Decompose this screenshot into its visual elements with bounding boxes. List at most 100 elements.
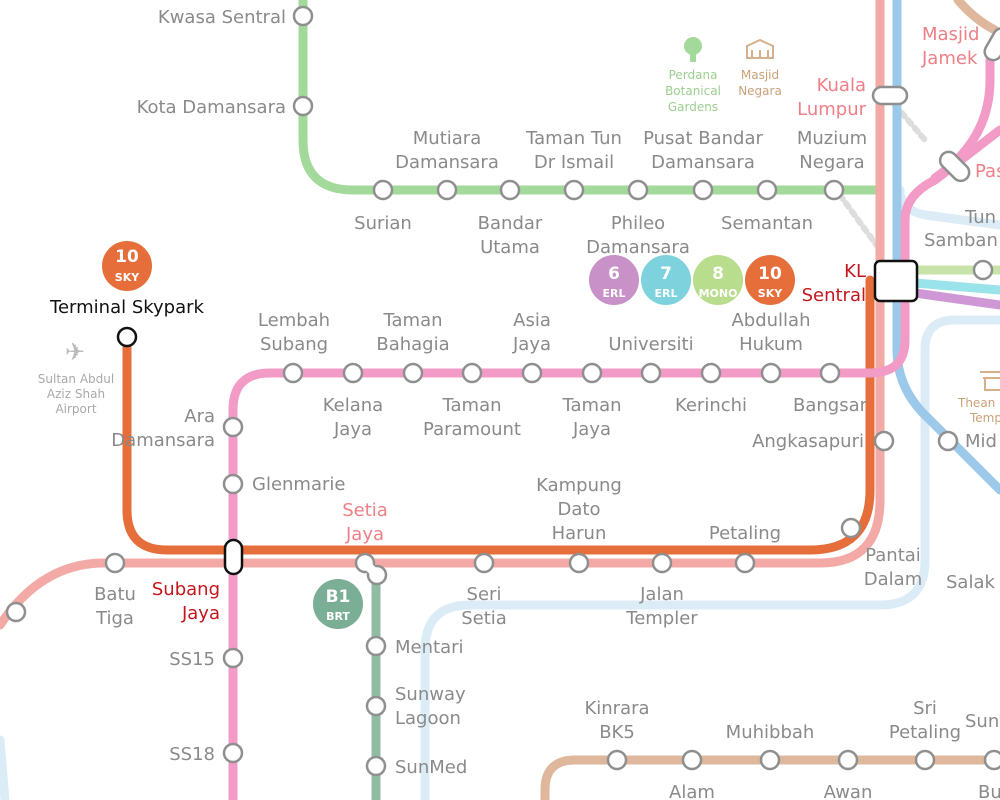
station-glenmarie[interactable] (222, 473, 244, 495)
station-angkasapuri[interactable] (873, 430, 895, 452)
station-kwasa-sentral[interactable] (292, 5, 314, 27)
station-asia-jaya[interactable] (521, 362, 543, 384)
station-ss18[interactable] (222, 742, 244, 764)
station-muhibbah[interactable] (759, 749, 781, 771)
label-mid-valley: Mid (965, 431, 997, 452)
badge-brt-b1[interactable]: B1 BRT (313, 579, 363, 629)
badge-erl-7[interactable]: 7 ERL (641, 255, 691, 305)
line-blue (892, 0, 1000, 495)
station-kuala-lumpur[interactable] (871, 85, 909, 106)
station-ara-damansara[interactable] (222, 416, 244, 438)
line-badges: 10 SKY 6 ERL 7 ERL 8 MONO 10 SKY B1 BRT (102, 241, 795, 629)
badge-number: 10 (115, 247, 139, 267)
poi-label: Thean (957, 396, 995, 410)
poi-label: Botanical (665, 84, 721, 98)
station-subang-jaya[interactable] (223, 538, 244, 576)
station-surian[interactable] (372, 179, 394, 201)
station-awan[interactable] (837, 749, 859, 771)
airplane-icon: ✈ (65, 338, 85, 366)
station-mentari[interactable] (365, 635, 387, 657)
station-batu-tiga[interactable] (104, 552, 126, 574)
station-masjid-jamek[interactable] (982, 25, 1000, 63)
label-sambanthan: Samban (924, 230, 998, 251)
station-taman-bahagia[interactable] (402, 362, 424, 384)
label-ss15: SS15 (169, 649, 215, 670)
badge-number: 7 (660, 264, 672, 284)
label-universiti: Universiti (608, 334, 693, 355)
station-bu[interactable] (983, 749, 1000, 771)
station-kelana-jaya[interactable] (342, 362, 364, 384)
station-universiti[interactable] (640, 362, 662, 384)
poi-label: Perdana (669, 68, 718, 82)
badge-circle (313, 579, 363, 629)
station-kerinchi[interactable] (700, 362, 722, 384)
stations (5, 5, 1000, 777)
station-jalan-templer[interactable] (651, 552, 673, 574)
station-pasar-seni[interactable] (937, 148, 973, 184)
station-taman-tun[interactable] (563, 179, 585, 201)
station-kl-sentral[interactable] (873, 259, 919, 303)
badge-code: ERL (655, 287, 678, 300)
station-sunway-lagoon[interactable] (365, 695, 387, 717)
station-pantai-dalam[interactable] (840, 517, 862, 539)
label-kerinchi: Kerinchi (675, 395, 747, 416)
station-lembah-subang[interactable] (282, 362, 304, 384)
station-pusat-bandar[interactable] (692, 179, 714, 201)
station-west-unnamed[interactable] (5, 601, 27, 623)
station-ss15[interactable] (222, 647, 244, 669)
station-alam[interactable] (681, 749, 703, 771)
label-mentari: Mentari (395, 637, 464, 658)
badge-sky-west[interactable]: 10 SKY (102, 241, 152, 291)
station-petaling[interactable] (734, 552, 756, 574)
station-tun-sambanthan[interactable] (972, 259, 994, 281)
station-seri-setia[interactable] (473, 552, 495, 574)
station-taman-paramount[interactable] (461, 362, 483, 384)
poi-label: Masjid (741, 68, 779, 82)
label-muhibbah: Muhibbah (726, 722, 815, 743)
station-muzium-negara[interactable] (823, 179, 845, 201)
station-kampung-dato-harun[interactable] (568, 552, 590, 574)
station-sunmed[interactable] (365, 755, 387, 777)
station-bandar-utama[interactable] (499, 179, 521, 201)
station-semantan[interactable] (756, 179, 778, 201)
station-bangsar[interactable] (819, 362, 841, 384)
station-taman-jaya[interactable] (581, 362, 603, 384)
station-phileo-damansara[interactable] (627, 179, 649, 201)
walkway-link (837, 192, 883, 253)
station-abdullah-hukum[interactable] (760, 362, 782, 384)
station-mid-valley[interactable] (937, 430, 959, 452)
badge-circle (641, 255, 691, 305)
label-pasar-seni: Pas (975, 161, 1000, 182)
station-kinrara-bk5[interactable] (606, 749, 628, 771)
badge-sky-east[interactable]: 10 SKY (745, 255, 795, 305)
station-setia-jaya[interactable] (354, 552, 388, 586)
badge-erl-6[interactable]: 6 ERL (589, 255, 639, 305)
label-kota-damansara: Kota Damansara (137, 97, 286, 118)
station-terminal-skypark[interactable] (116, 326, 138, 348)
label-bangsar: Bangsar (793, 395, 868, 416)
station-sri-petaling[interactable] (914, 749, 936, 771)
line-lightblue-south (420, 315, 1000, 800)
badge-mono-8[interactable]: 8 MONO (693, 255, 743, 305)
label-alam: Alam (669, 782, 715, 800)
station-kota-damansara[interactable] (292, 95, 314, 117)
station-mutiara-damansara[interactable] (436, 179, 458, 201)
